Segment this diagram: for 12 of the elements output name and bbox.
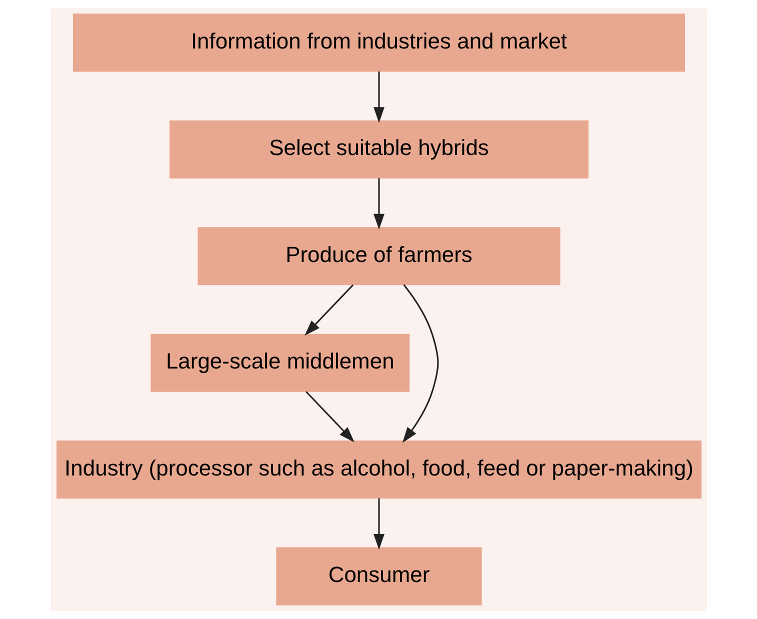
node-box: Produce of farmers (197, 227, 560, 286)
arrow (373, 498, 384, 550)
arrow (373, 178, 384, 230)
arrow (304, 284, 354, 336)
node-box: Industry (processor such as alcohol, food, feed or paper-making) (56, 440, 701, 499)
arrow (305, 391, 354, 442)
node-box: Information from industries and market (72, 14, 685, 72)
node-box: Select suitable hybrids (169, 120, 588, 178)
node-box: Large-scale middlemen (150, 334, 410, 392)
arrow (373, 72, 384, 123)
arrow (402, 284, 438, 443)
node-box: Consumer (276, 547, 482, 606)
